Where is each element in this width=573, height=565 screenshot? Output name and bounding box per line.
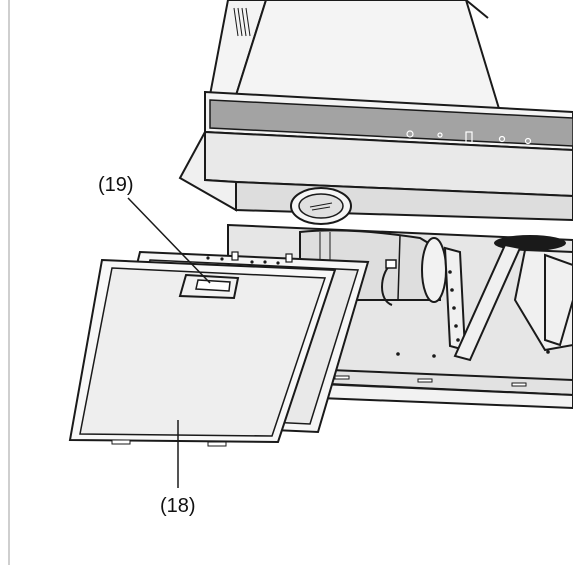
grease-filter-front xyxy=(68,258,337,447)
control-panel-strip xyxy=(209,99,573,147)
vent-slots xyxy=(233,7,251,37)
minus-button-icon xyxy=(498,135,506,143)
timer-button-icon xyxy=(406,130,414,138)
bracket-holes xyxy=(396,270,550,358)
filter-release-handle xyxy=(178,273,240,300)
plus-button-icon xyxy=(524,137,532,145)
chimney-duct xyxy=(208,0,502,114)
fan-display-icon xyxy=(465,131,473,144)
control-buttons xyxy=(406,130,532,145)
cable-clip xyxy=(385,259,397,269)
callout-label-19: (19) xyxy=(98,174,134,196)
mounting-brackets xyxy=(443,243,573,362)
leader-line-19 xyxy=(127,197,211,284)
light-button-icon xyxy=(437,132,443,138)
light-lens-icon xyxy=(290,187,352,225)
callout-label-18: (18) xyxy=(160,495,196,517)
